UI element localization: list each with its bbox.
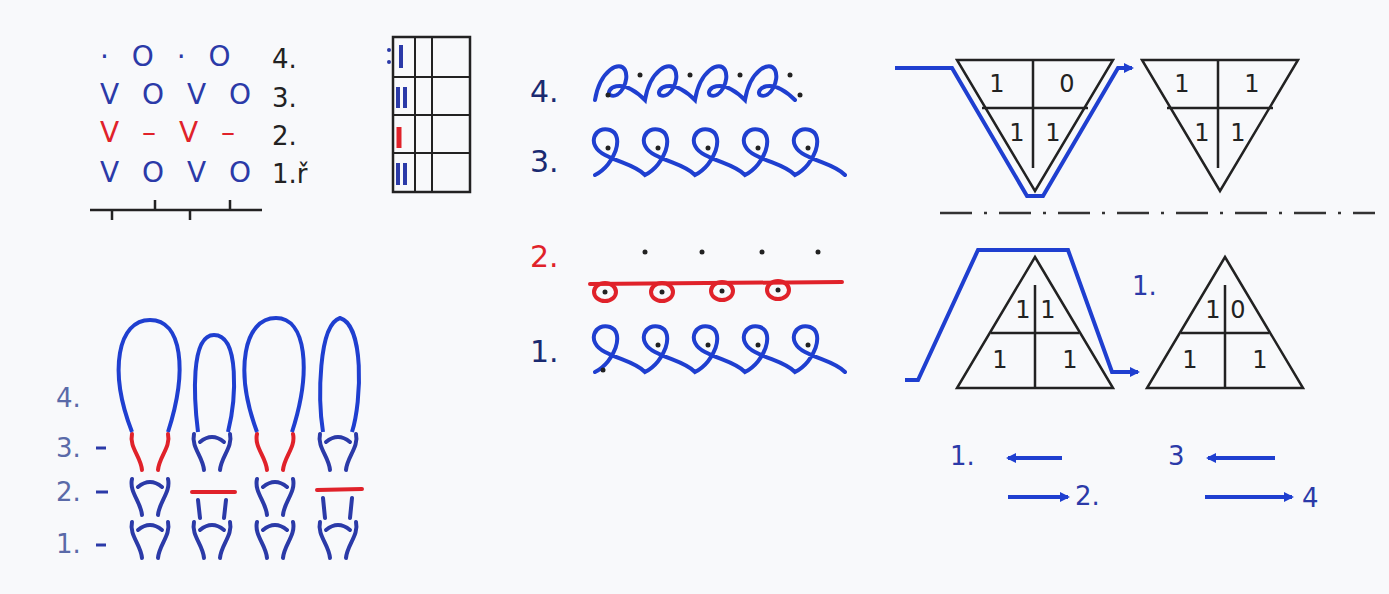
- loop-rows: [590, 66, 845, 372]
- row-number: 4.: [272, 45, 297, 74]
- cell-number: 1: [992, 347, 1007, 373]
- row-number: 4.: [530, 75, 559, 108]
- cell-number: 1: [1182, 347, 1197, 373]
- cell-number: 1: [1252, 347, 1267, 373]
- triangle-node: 1011: [1145, 255, 1305, 390]
- chart-axis: [90, 200, 262, 220]
- direction-arrows: [1008, 458, 1292, 497]
- cell-number: 1: [1040, 297, 1055, 323]
- cell-number: 1: [1009, 120, 1024, 146]
- chart-row: V O V O: [100, 158, 251, 189]
- triangle-node: 1111: [1140, 58, 1300, 193]
- chart-row: V – V –: [100, 118, 235, 149]
- callout-number: 1.: [1132, 272, 1157, 301]
- row-number: 1.: [530, 335, 559, 368]
- cell-number: 1: [1244, 71, 1259, 97]
- cell-number: 1: [1062, 347, 1077, 373]
- row-number: 1.ř: [272, 160, 308, 189]
- row-number: 2.: [530, 240, 559, 273]
- cell-number: 0: [1230, 297, 1245, 323]
- triangle-outline: [955, 255, 1115, 390]
- direction-number: 2.: [1075, 482, 1100, 511]
- triangle-node: 1011: [955, 58, 1115, 193]
- cell-number: 1: [1174, 71, 1189, 97]
- direction-number: 4: [1302, 484, 1319, 513]
- cell-number: 1: [1045, 120, 1060, 146]
- row-number: 3.: [272, 84, 297, 113]
- cell-number: 0: [1059, 71, 1074, 97]
- chart-row: · O · O: [100, 42, 231, 73]
- triangle-outline: [1145, 255, 1305, 390]
- cell-number: 1: [989, 71, 1004, 97]
- direction-number: 1.: [950, 442, 975, 471]
- cell-number: 1: [1205, 297, 1220, 323]
- row-number: 3.: [530, 145, 559, 178]
- row-number: 2.: [272, 122, 297, 151]
- loop-dots: [601, 73, 821, 373]
- chart-row: V O V O: [100, 80, 251, 111]
- cell-number: 1: [1015, 297, 1030, 323]
- triangle-outline: [1140, 58, 1300, 193]
- knit-fabric: [96, 318, 362, 558]
- row-number: 4.: [56, 384, 81, 413]
- grid-chart: [387, 37, 470, 192]
- row-number: 3.: [56, 434, 81, 463]
- row-number: 1.: [56, 530, 81, 559]
- cell-number: 1: [1194, 120, 1209, 146]
- triangle-node: 1111: [955, 255, 1115, 390]
- triangle-outline: [955, 58, 1115, 193]
- row-number: 2.: [56, 478, 81, 507]
- cell-number: 1: [1230, 120, 1245, 146]
- dash-dot-line: [940, 212, 1375, 215]
- blue-route: [905, 250, 1138, 380]
- direction-number: 3: [1168, 442, 1185, 471]
